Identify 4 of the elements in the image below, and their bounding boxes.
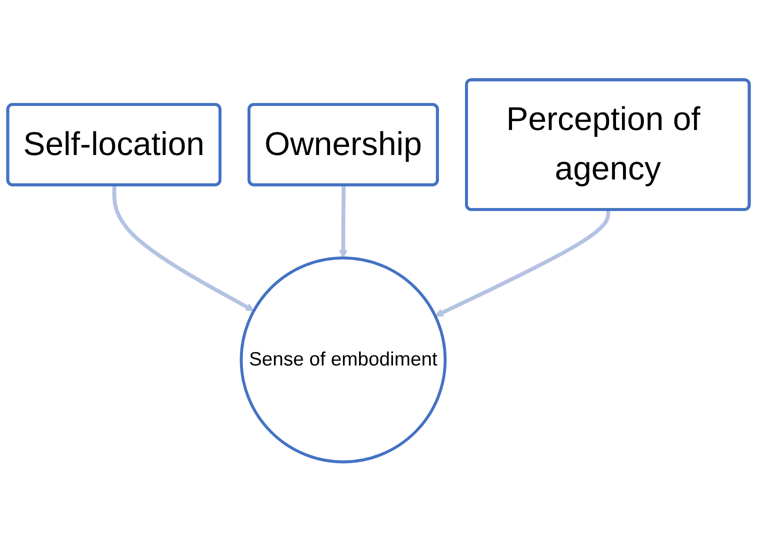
arrow [112,185,254,312]
arrow [434,210,610,317]
node-circle: Sense of embodiment [240,256,447,464]
arrow [338,185,348,259]
